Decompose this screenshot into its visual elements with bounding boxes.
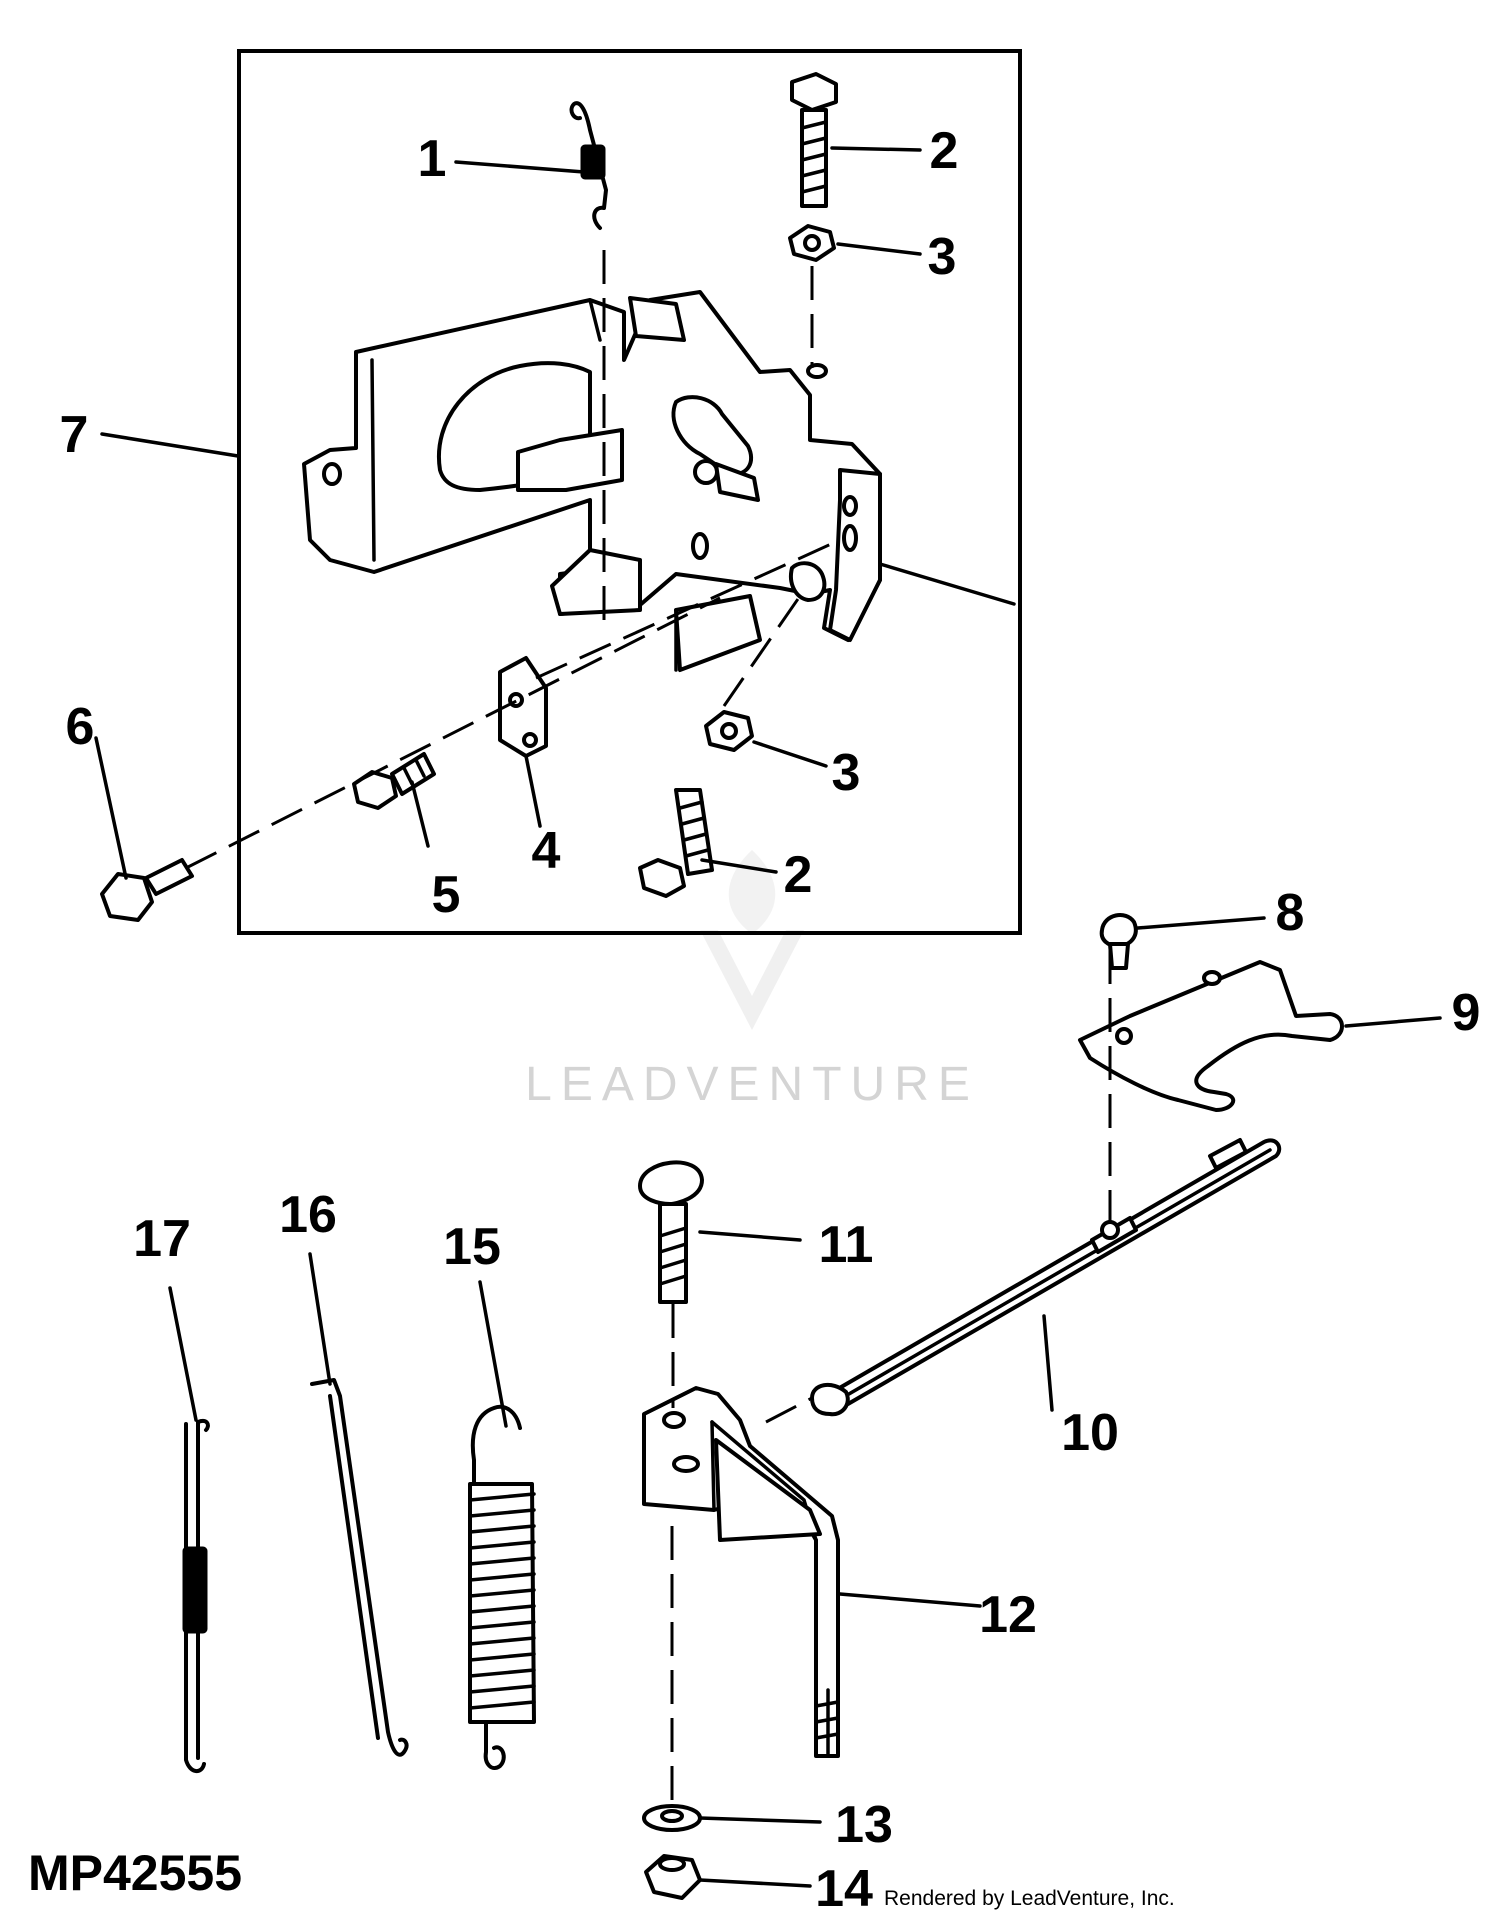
callout-2-lower: 2 — [784, 846, 813, 904]
callout-16: 16 — [279, 1186, 337, 1244]
callout-15: 15 — [443, 1218, 501, 1276]
part-6-bolt — [100, 858, 194, 922]
part-8-screw — [1099, 913, 1138, 970]
callout-9: 9 — [1452, 984, 1481, 1042]
watermark-text: LEADVENTURE — [525, 1058, 979, 1111]
part-16-rod — [310, 1378, 409, 1757]
part-5-bolt — [352, 752, 436, 810]
callout-8: 8 — [1276, 884, 1305, 942]
callout-2-upper: 2 — [930, 122, 959, 180]
part-2-bolt-upper — [790, 72, 838, 208]
callout-3-upper: 3 — [928, 228, 957, 286]
callout-1: 1 — [418, 130, 447, 188]
callout-5: 5 — [432, 866, 461, 924]
part-14-nut — [644, 1854, 702, 1900]
part-10-shaft — [810, 1138, 1282, 1417]
part-3-nut-upper — [788, 224, 836, 262]
callout-4: 4 — [532, 822, 561, 880]
inset-frame — [237, 49, 1022, 935]
part-13-washer — [642, 1804, 702, 1832]
callout-11: 11 — [819, 1216, 874, 1274]
part-3-nut-lower — [704, 710, 754, 752]
part-7-bracket-assembly — [302, 290, 882, 672]
diagram-code: MP42555 — [28, 1845, 242, 1901]
leader-lines — [94, 146, 1442, 1888]
part-2-bolt-lower — [638, 788, 714, 898]
callout-12: 12 — [979, 1586, 1037, 1644]
callout-14: 14 — [815, 1860, 873, 1918]
callout-3-lower: 3 — [832, 744, 861, 802]
part-1-spring — [569, 101, 608, 230]
callout-13: 13 — [835, 1796, 893, 1854]
callout-10: 10 — [1061, 1404, 1119, 1462]
callout-7: 7 — [60, 406, 89, 464]
callout-17: 17 — [133, 1210, 191, 1268]
part-9-plate — [1078, 960, 1344, 1112]
part-17-spring-rod — [182, 1419, 210, 1773]
part-15-spring — [468, 1404, 536, 1771]
part-4-bracket — [498, 656, 548, 758]
rendered-by-credit: Rendered by LeadVenture, Inc. — [884, 1887, 1175, 1910]
part-11-carriage-bolt — [638, 1160, 704, 1304]
part-12-lever — [642, 1386, 840, 1758]
callout-6: 6 — [66, 698, 95, 756]
